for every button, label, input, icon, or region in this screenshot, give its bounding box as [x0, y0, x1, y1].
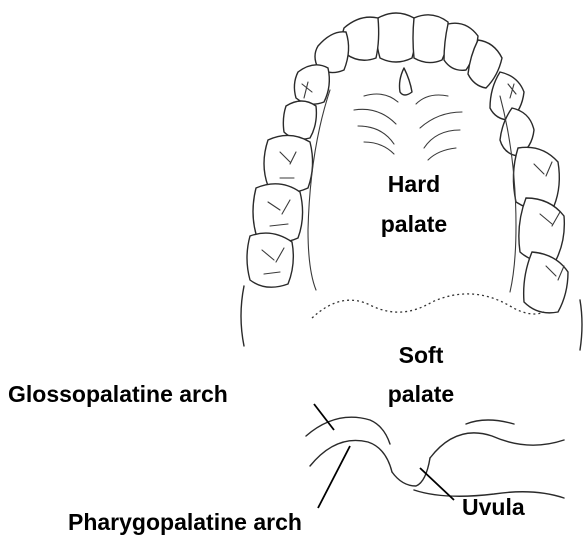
- pharygopalatine-arch-line: [310, 440, 392, 472]
- tooth: [519, 198, 564, 262]
- pharygopalatine-arch-label: Pharygopalatine arch: [68, 509, 302, 535]
- hard-palate-label-1: Hard: [388, 171, 440, 197]
- tooth: [376, 13, 415, 62]
- hard-soft-palate-junction: [312, 294, 544, 318]
- soft-palate-label-2: palate: [388, 381, 454, 407]
- tooth: [283, 101, 316, 139]
- glossopalatine-leader: [314, 404, 334, 430]
- tooth: [247, 233, 293, 287]
- hard-palate-label-2: palate: [381, 211, 447, 237]
- soft-palate-label-1: Soft: [399, 342, 444, 368]
- tooth: [294, 65, 329, 104]
- tooth: [413, 15, 448, 63]
- pharygopalatine-leader: [318, 446, 350, 508]
- glossopalatine-arch-label: Glossopalatine arch: [8, 381, 228, 407]
- glossopalatine-arch-line: [306, 417, 390, 444]
- upper-dental-arch: [247, 13, 568, 313]
- palatine-rugae: [354, 68, 462, 160]
- tooth: [524, 252, 568, 313]
- uvula-label: Uvula: [462, 494, 525, 520]
